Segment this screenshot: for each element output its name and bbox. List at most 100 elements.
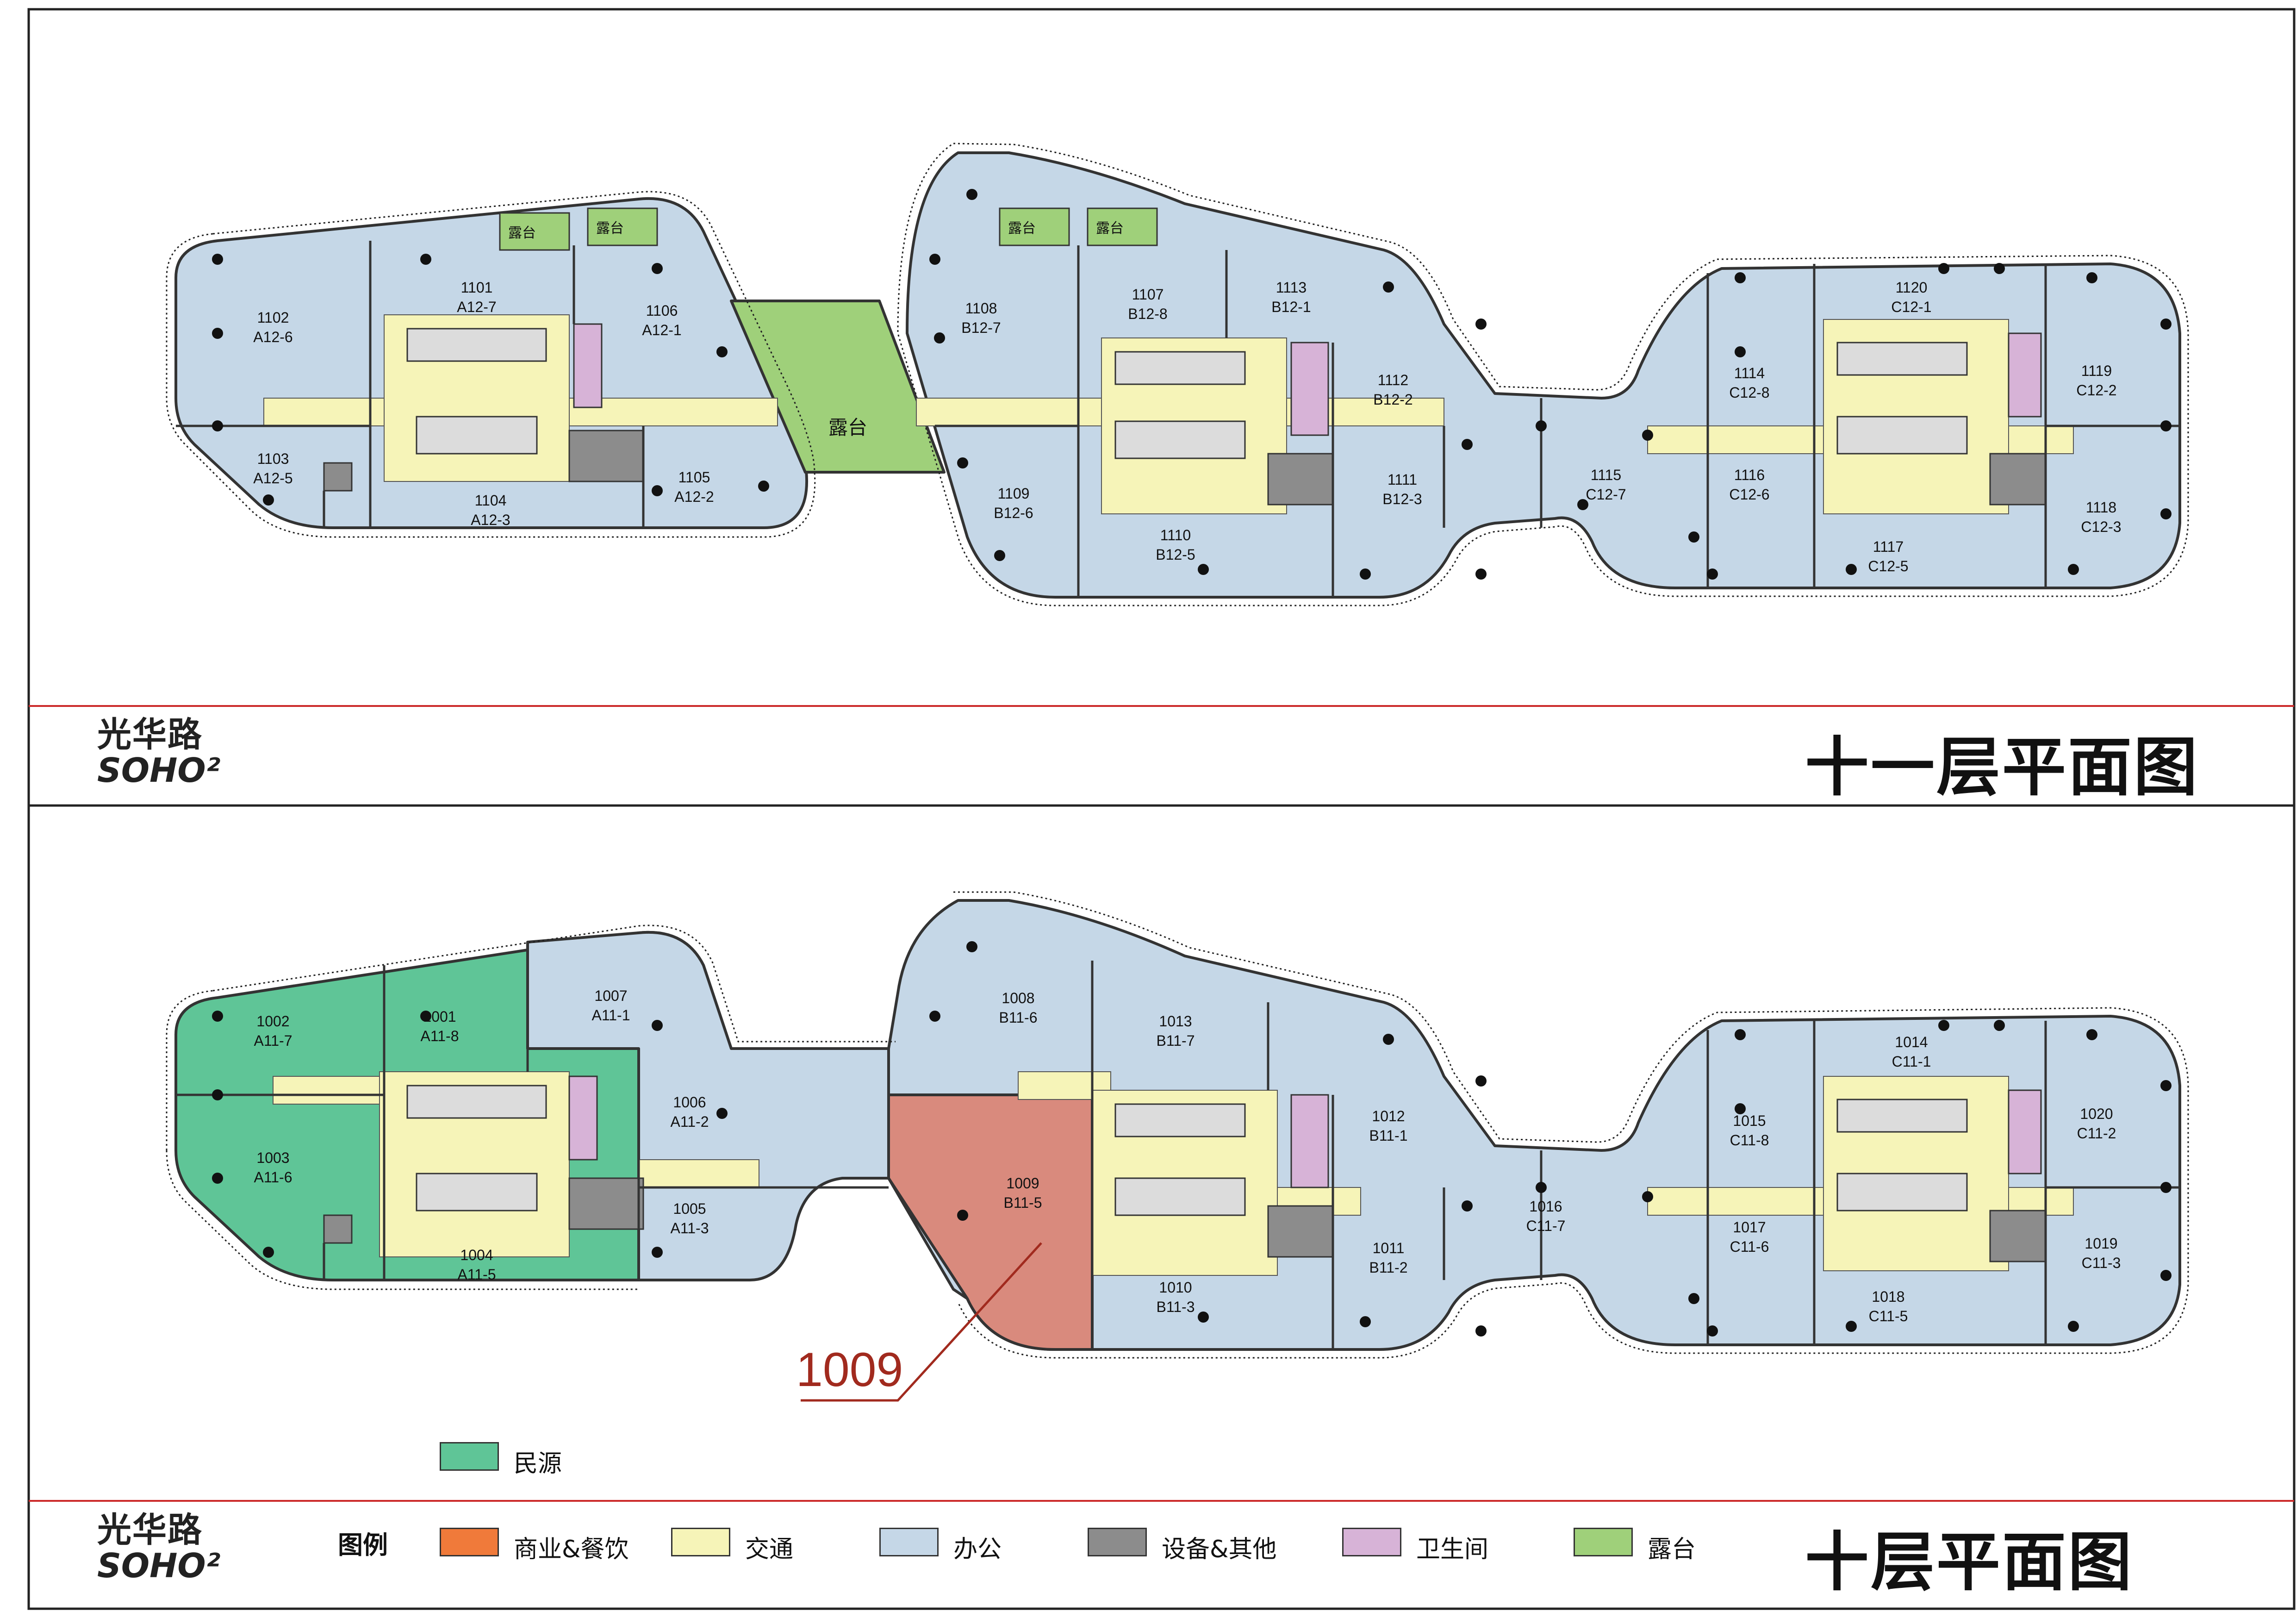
logo-en-bottom: SOHO² (97, 1546, 221, 1585)
elevator-b1-10 (1114, 1103, 1246, 1137)
unit-code: B12-1 (1271, 299, 1311, 315)
equipment-a-10 (568, 1177, 644, 1230)
unit-code: A11-1 (591, 1007, 630, 1024)
unit-code: B12-5 (1156, 546, 1195, 563)
unit-number: 1016 (1529, 1198, 1562, 1215)
unit-code: A11-5 (457, 1266, 496, 1283)
legend-label: 办公 (953, 1536, 1002, 1563)
unit-code: C12-6 (1729, 486, 1770, 503)
legend-label: 露台 (1648, 1536, 1696, 1563)
unit-number: 1014 (1895, 1034, 1928, 1050)
unit-code: C11-1 (1892, 1053, 1931, 1070)
unit-number: 1101 (460, 279, 493, 296)
legend-swatch (879, 1528, 939, 1556)
unit-code: B11-5 (1003, 1194, 1042, 1211)
logo-top: 光华路 SOHO² (97, 718, 236, 787)
terrace-a2 (587, 207, 658, 246)
terrace-label-3: 露台 (1008, 220, 1036, 237)
legend-title: 图例 (338, 1530, 388, 1560)
unit-code: A11-6 (254, 1169, 292, 1186)
legend-item: 卫生间 (1342, 1528, 1564, 1563)
legend-swatch (1574, 1528, 1633, 1556)
terrace-label-1: 露台 (508, 225, 536, 241)
elevator-a1-10 (406, 1085, 547, 1119)
unit-number: 1010 (1159, 1279, 1192, 1296)
unit-number: 1001 (423, 1008, 456, 1025)
elevator-b2-10 (1114, 1177, 1246, 1216)
unit-code: B11-6 (999, 1009, 1038, 1026)
elevator-bank-c1 (1836, 342, 1968, 376)
unit-number: 1002 (256, 1013, 290, 1030)
unit-code: C11-7 (1526, 1218, 1566, 1234)
toilet-a (573, 323, 603, 408)
corridor-a2-10 (638, 1159, 759, 1188)
unit-number: 1019 (2084, 1235, 2118, 1252)
terrace-label-4: 露台 (1096, 220, 1124, 237)
legend-label: 商业&餐饮 (514, 1536, 629, 1563)
unit-number: 1102 (257, 309, 289, 326)
unit-code: C11-6 (1730, 1238, 1769, 1255)
unit-code: A11-3 (670, 1220, 709, 1237)
building-bc-rim-10 (953, 891, 2189, 1359)
unit-code: B11-7 (1156, 1032, 1195, 1049)
unit-code: A11-2 (670, 1113, 709, 1130)
unit-number: 1011 (1372, 1240, 1405, 1256)
elevator-bank-c2 (1836, 416, 1968, 455)
tenant-legend: 民源 (440, 1442, 625, 1478)
terrace-bridge (730, 300, 946, 474)
terrace-label-bridge: 露台 (828, 416, 868, 439)
unit-number: 1105 (678, 469, 710, 486)
unit-code: A12-3 (471, 512, 510, 528)
unit-number: 1003 (256, 1149, 290, 1166)
unit-code: C11-5 (1868, 1308, 1908, 1324)
toilet-c-10 (2008, 1089, 2042, 1174)
tenant-legend-label: 民源 (514, 1450, 562, 1478)
unit-code: A12-2 (674, 488, 714, 505)
toilet-b-10 (1290, 1094, 1329, 1188)
unit-number: 1104 (474, 492, 507, 509)
legend-item: 商业&餐饮 (440, 1528, 662, 1563)
toilet-c (2008, 332, 2042, 418)
unit-number: 1109 (997, 485, 1030, 502)
logo-en: SOHO² (97, 751, 221, 790)
shaft-a-10 (323, 1214, 353, 1244)
unit-code: C12-2 (2076, 382, 2117, 399)
logo-bottom: 光华路 SOHO² (97, 1513, 236, 1582)
legend-label: 交通 (745, 1536, 794, 1563)
tenant-swatch (440, 1442, 499, 1471)
elevator-bank-a1 (406, 328, 547, 362)
floor10-title: 十层平面图 (1805, 1525, 2134, 1599)
unit-code: B12-6 (994, 505, 1033, 521)
unit-number: 1112 (1377, 372, 1409, 388)
unit-code: C11-8 (1730, 1132, 1769, 1149)
unit-number: 1017 (1733, 1219, 1766, 1236)
unit-number: 1018 (1872, 1288, 1905, 1305)
unit-number: 1009 (1006, 1175, 1039, 1192)
unit-number: 1006 (673, 1094, 706, 1111)
elevator-bank-b1 (1114, 351, 1246, 385)
elevator-c2-10 (1836, 1173, 1968, 1212)
equipment-c-10 (1989, 1210, 2047, 1262)
